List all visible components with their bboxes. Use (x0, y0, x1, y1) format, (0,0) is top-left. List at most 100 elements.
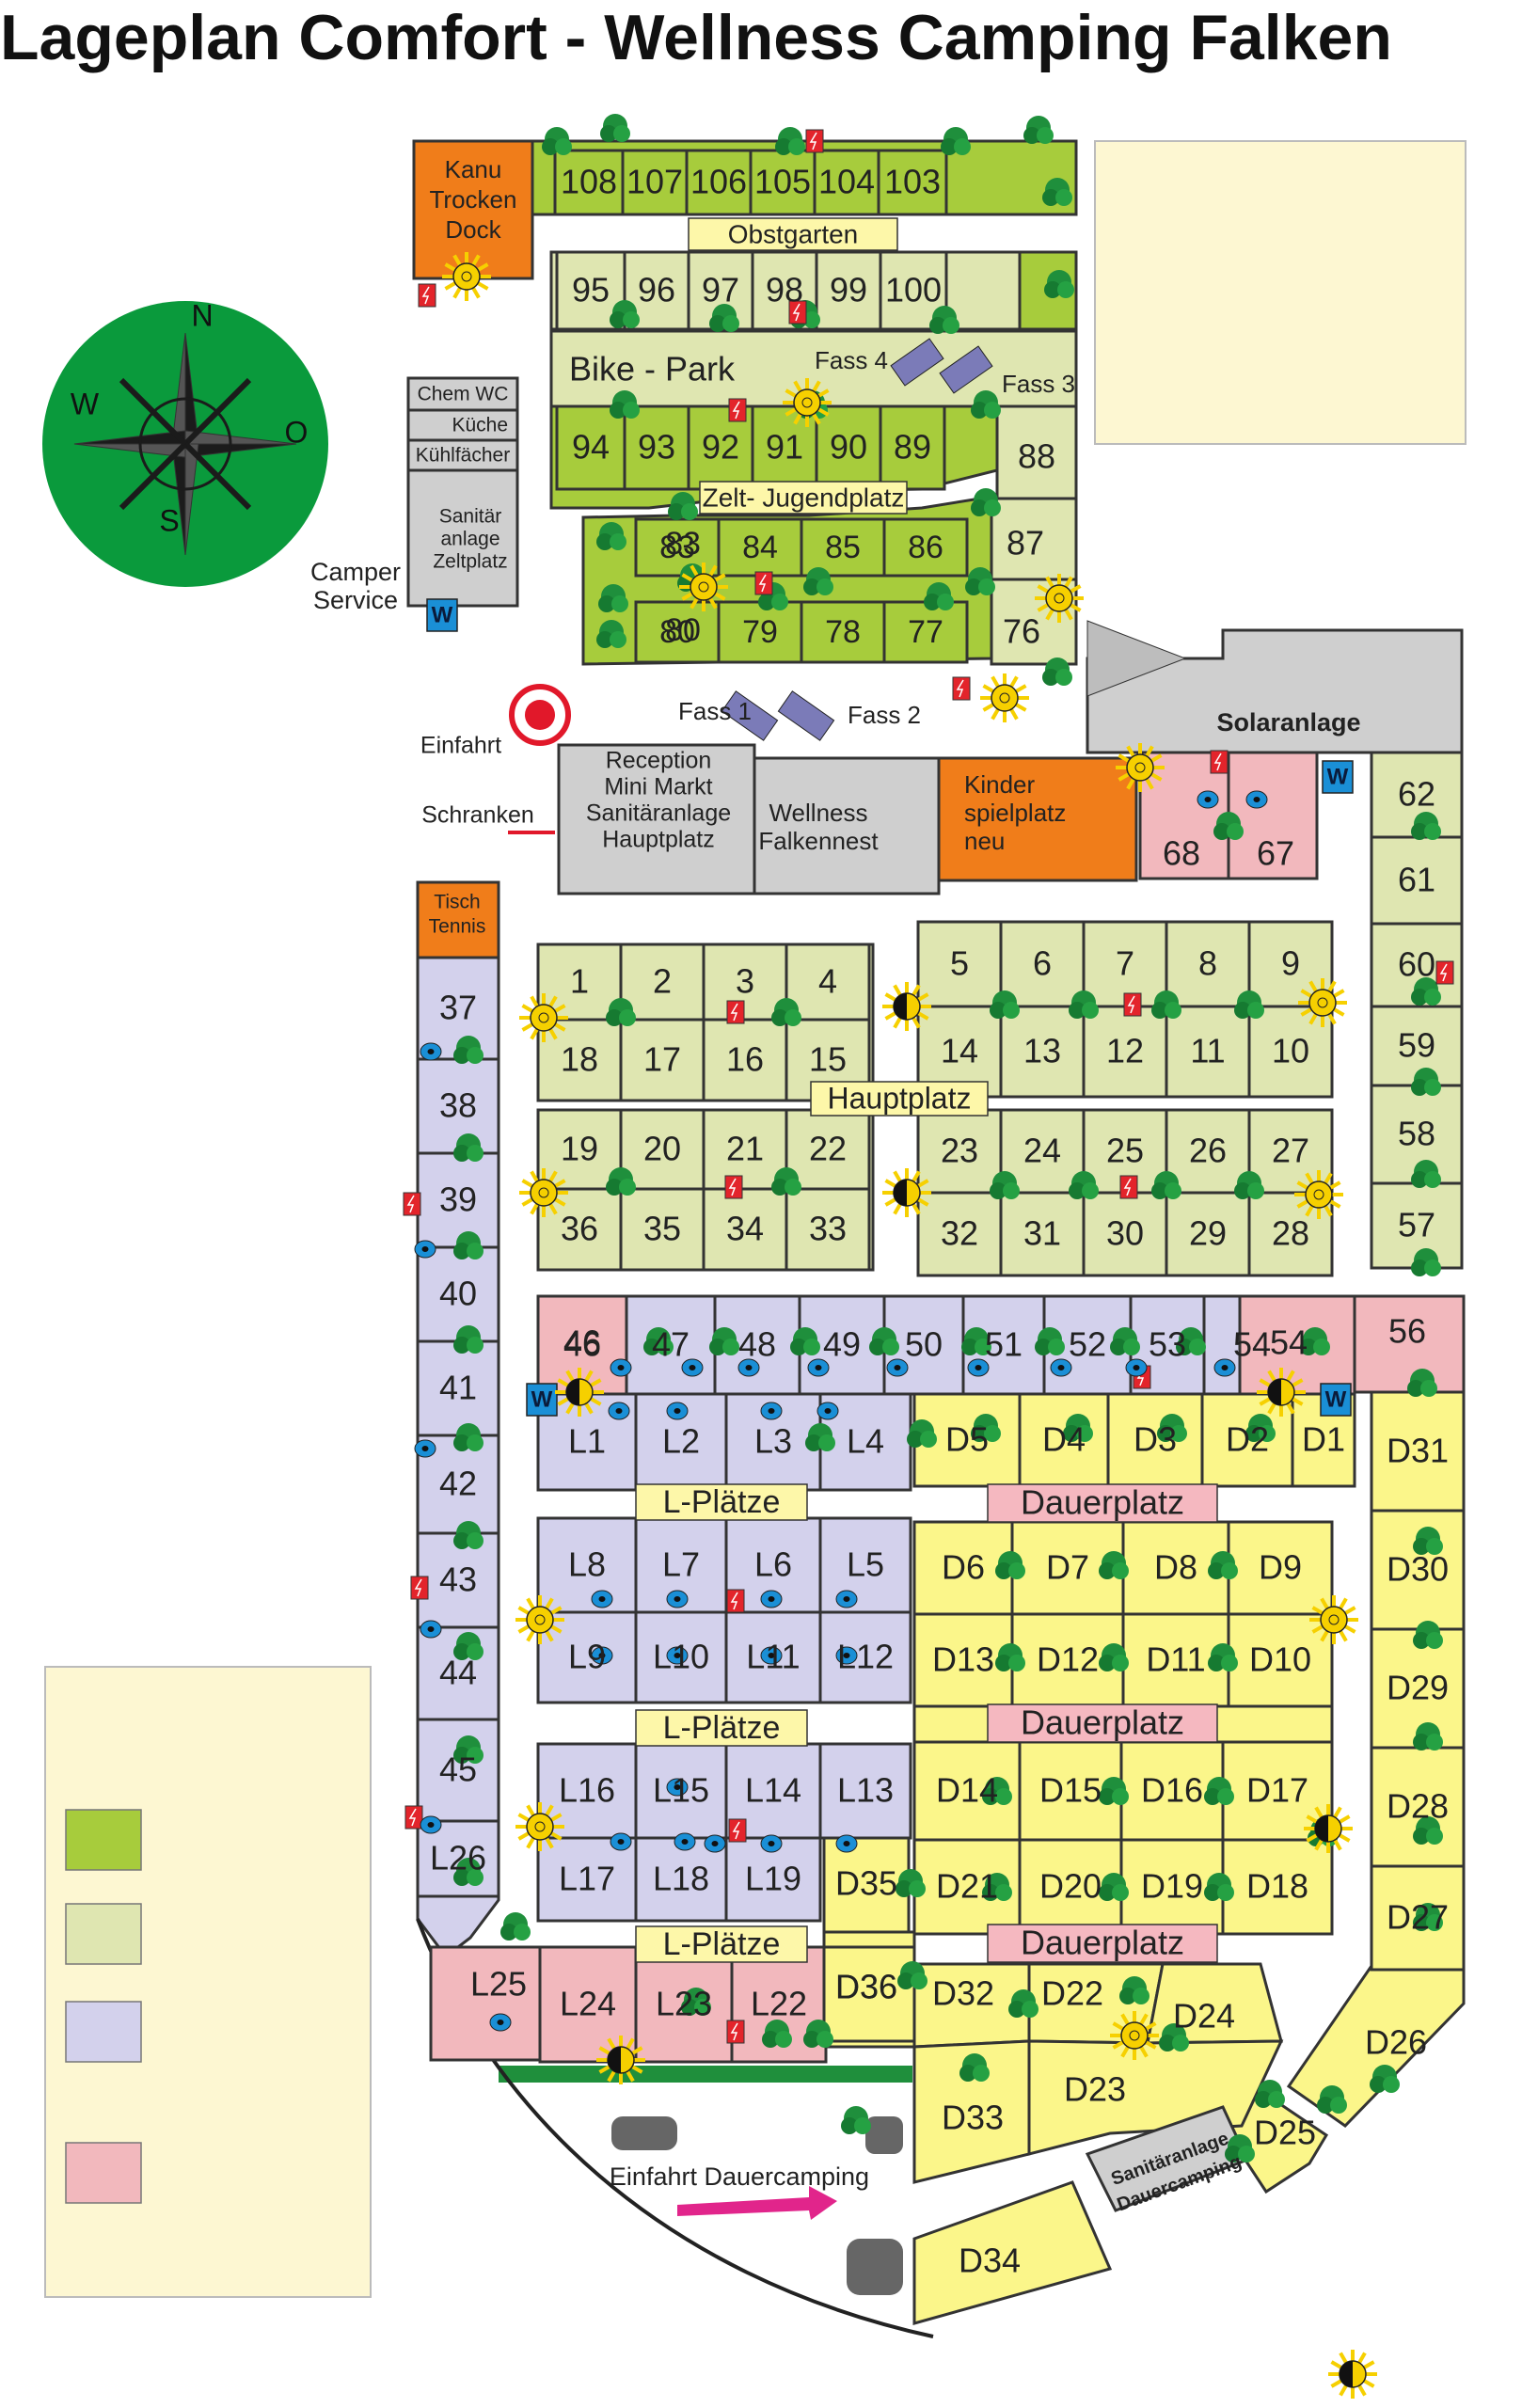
kanu-label: Dock (445, 215, 501, 244)
plot-7 (1082, 920, 1168, 1008)
beleuchtung-nacht-icon (1257, 1368, 1306, 1417)
plot-number: D11 (1146, 1640, 1205, 1679)
fass4-label: Fass 4 (815, 346, 888, 374)
strom-bolt-icon (730, 2022, 738, 2041)
plot-number: D22 (1041, 1974, 1103, 2013)
moon-half (608, 2047, 621, 2073)
plot-number: 51 (985, 1325, 1023, 1364)
plot-number: 23 (941, 1132, 978, 1170)
plot-number: 32 (941, 1214, 978, 1253)
plot-number: 30 (1106, 1214, 1144, 1253)
beleuchtung-22-icon (1298, 978, 1347, 1027)
strom-bolt-icon (408, 1808, 417, 1827)
arrow-right-icon (677, 2186, 837, 2220)
plot-number: L14 (745, 1771, 801, 1810)
plot-number: D15 (1039, 1771, 1102, 1810)
plot-number: 16 (726, 1040, 764, 1079)
wasser-abwasser-dot-icon (975, 1365, 982, 1370)
plot-number: 13 (1023, 1032, 1061, 1070)
plot-D29 (1370, 1627, 1466, 1750)
plot-L12 (818, 1610, 912, 1704)
wasser-abwasser-dot-icon (1204, 797, 1212, 802)
fass2-barrel (777, 690, 835, 741)
strom-icon (726, 2020, 745, 2044)
plot-number: D5 (945, 1420, 989, 1459)
plot-number: D13 (932, 1640, 994, 1679)
plot-number: 59 (1398, 1026, 1435, 1065)
sun-center (538, 1012, 549, 1023)
plot-22 (785, 1108, 871, 1191)
plot-number: 83 (665, 526, 701, 562)
plot-L16 (536, 1742, 638, 1840)
area-label-box (987, 1703, 1218, 1743)
plot-number: L10 (653, 1638, 709, 1676)
wasser-abwasser-dot-icon (843, 1841, 850, 1846)
wasser-abwasser-dot-icon (427, 1626, 435, 1632)
plot-number: 98 (766, 271, 803, 309)
plot-number: D36 (835, 1968, 897, 2006)
plot-number: 10 (1272, 1032, 1309, 1070)
plot-number: 100 (885, 271, 942, 309)
beleuchtung-22-icon (1116, 743, 1165, 792)
reception-label: Reception (606, 748, 712, 774)
strom-bolt-icon (421, 286, 430, 305)
plot-number: 83 (659, 530, 695, 565)
einfahrt-dot-icon (525, 700, 555, 730)
beleuchtung-22-icon (980, 673, 1029, 722)
plot-46-xl (536, 1294, 628, 1396)
strom-bolt-icon (730, 1003, 738, 1022)
plot-number: 106 (690, 163, 747, 201)
plot-D19 (1119, 1838, 1225, 1936)
kinder-label: neu (964, 827, 1005, 855)
strom-bolt-icon (1213, 752, 1222, 771)
wasser-icon-label: W (432, 602, 453, 627)
kinderspielplatz (937, 756, 1138, 882)
plot-83 (634, 517, 721, 578)
plot-number: D30 (1387, 1550, 1449, 1589)
beleuchtung-22-icon (519, 993, 568, 1042)
sun-center (538, 1187, 549, 1198)
plot-L25 (429, 1945, 542, 2062)
plot-number: L19 (745, 1860, 801, 1898)
plot-number: 53 (1149, 1325, 1186, 1364)
beleuchtung-22-icon (679, 562, 728, 611)
plot-84 (717, 517, 803, 578)
wasser-abwasser-dot-icon (674, 1408, 681, 1414)
plot-D16 (1119, 1740, 1225, 1842)
chem-wc-label: Chem WC (418, 384, 509, 405)
strom-icon (952, 676, 971, 701)
strom-icon (726, 1589, 745, 1613)
plot-number: L2 (662, 1422, 700, 1461)
plot-89 (879, 404, 946, 491)
plot-number: 78 (825, 614, 861, 650)
plot-number: 2 (653, 962, 672, 1001)
wasser-abwasser-dot-icon (815, 1365, 822, 1370)
plot-number: L13 (837, 1771, 894, 1810)
plot-35 (619, 1187, 706, 1272)
area-label-box (810, 1081, 989, 1117)
wasser-abwasser-dot-icon (1221, 1365, 1229, 1370)
wasser-icon-label: W (531, 1386, 553, 1412)
plot-number: 95 (572, 271, 610, 309)
plot-number: D16 (1141, 1771, 1203, 1810)
plot-54-xl (1238, 1294, 1356, 1396)
beleuchtung-nacht-icon (1328, 2350, 1377, 2399)
plot-number: 18 (561, 1040, 598, 1079)
area-label: Obstgarten (728, 219, 859, 248)
area-label: L-Plätze (663, 1484, 781, 1520)
plot-number: 108 (561, 163, 617, 201)
beleuchtung-22-icon (1294, 1170, 1343, 1219)
strom-icon (404, 1805, 423, 1830)
plot-number: 35 (643, 1210, 681, 1248)
area-label-box (635, 1483, 808, 1521)
plot-31 (999, 1191, 1086, 1277)
plot-number: D24 (1173, 1997, 1235, 2036)
plot-D2 (1200, 1392, 1294, 1488)
tree-icon (1023, 116, 1054, 144)
strom-icon (754, 571, 773, 595)
reception-label: Sanitäranlage (586, 800, 731, 827)
plot-94 (555, 404, 626, 491)
plot-29 (1165, 1191, 1251, 1277)
kueche (406, 408, 519, 442)
